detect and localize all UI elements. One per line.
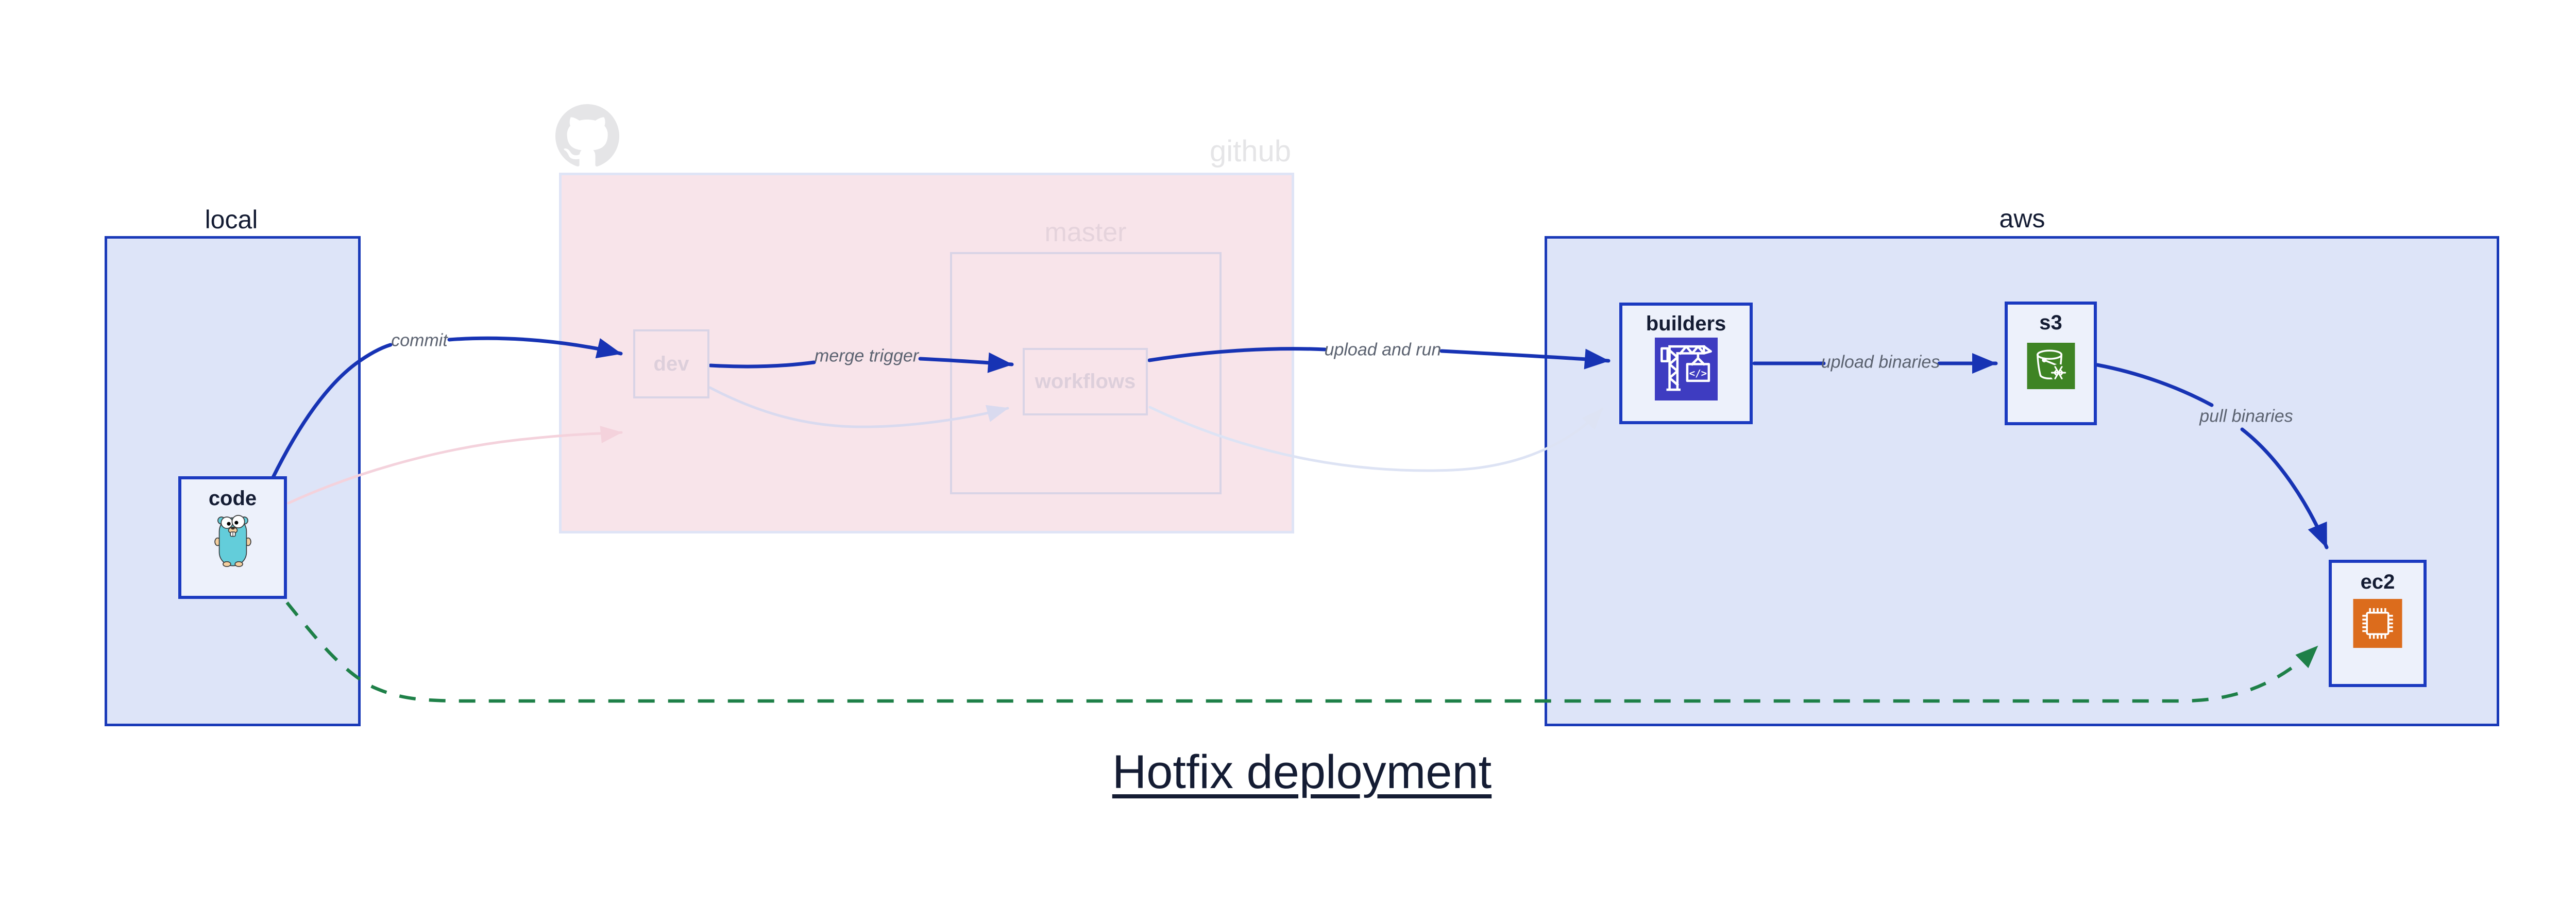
node-builders-label: builders	[1646, 312, 1726, 335]
edge-merge-trigger-a	[708, 360, 816, 369]
node-code: code	[178, 476, 287, 599]
go-gopher-icon	[214, 513, 252, 571]
master-branch-box	[950, 252, 1222, 494]
node-code-label: code	[208, 487, 257, 510]
codebuild-crane-icon: </>	[1654, 338, 1718, 403]
edge-hotfix-dashed	[285, 601, 2319, 703]
edge-label-upload-binaries: upload binaries	[1821, 352, 1940, 372]
svg-text:</>: </>	[1689, 368, 1706, 379]
edge-merge-trigger-b	[918, 352, 1014, 373]
edge-pull-binaries-b	[2240, 427, 2329, 549]
node-builders: builders </>	[1619, 303, 1753, 424]
node-s3: s3	[2005, 302, 2097, 425]
ghost-edge-code-dev	[287, 426, 623, 505]
node-workflows: workflows	[1023, 348, 1148, 415]
edge-commit-b	[447, 336, 623, 359]
diagram-title: Hotfix deployment	[1112, 746, 1492, 798]
node-dev: dev	[633, 329, 709, 398]
edge-upload-and-run-b	[1439, 348, 1611, 370]
edge-commit-a	[270, 343, 393, 480]
s3-glacier-bucket-icon	[2027, 343, 2075, 392]
edge-pull-binaries-a	[2095, 363, 2214, 407]
edge-upload-and-run-a	[1147, 347, 1327, 362]
node-s3-label: s3	[2039, 311, 2062, 334]
github-group-label: github	[1209, 135, 1291, 168]
ghost-edge-workflows-builders	[1148, 406, 1604, 472]
edge-label-commit: commit	[391, 330, 448, 350]
aws-group-label: aws	[1999, 204, 2045, 233]
node-dev-label: dev	[653, 352, 689, 375]
ec2-chip-icon	[2353, 599, 2402, 650]
node-workflows-label: workflows	[1035, 370, 1136, 393]
edge-label-upload-and-run: upload and run	[1324, 340, 1442, 360]
node-ec2-label: ec2	[2360, 571, 2395, 593]
node-ec2: ec2	[2329, 560, 2427, 687]
edge-label-merge-trigger: merge trigger	[814, 346, 919, 366]
master-branch-label: master	[1044, 218, 1127, 247]
edge-label-pull-binaries: pull binaries	[2199, 406, 2293, 426]
github-octocat-icon	[555, 104, 619, 171]
ghost-edge-dev-workflows	[708, 386, 1009, 428]
local-group-label: local	[205, 205, 258, 234]
